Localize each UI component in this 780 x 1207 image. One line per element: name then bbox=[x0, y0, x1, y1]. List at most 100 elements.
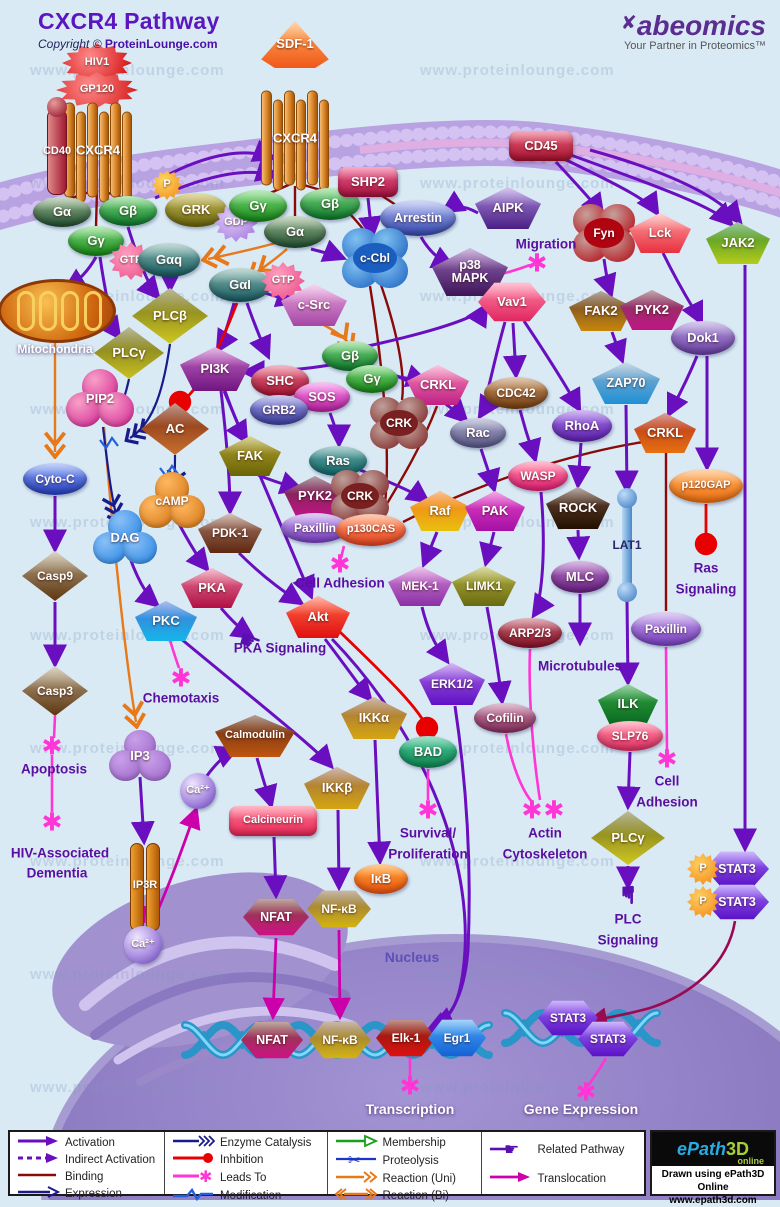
stat3-nuc2-label: STAT3 bbox=[589, 1031, 627, 1046]
svg-text:✱: ✱ bbox=[199, 1168, 212, 1184]
ilk: ILK bbox=[598, 684, 658, 724]
limk1-label: LIMK1 bbox=[466, 578, 502, 593]
epath3d-caption: Drawn using ePath3D Online www.epath3d.c… bbox=[661, 1169, 765, 1206]
ac-label: AC bbox=[165, 421, 185, 437]
legend-rbi-label: Reaction (Bi) bbox=[382, 1189, 449, 1202]
epath3d-url[interactable]: www.epath3d.com bbox=[669, 1195, 757, 1206]
nfkb-nuc: NF-κB bbox=[309, 1021, 371, 1059]
legend-proteolysis-label: Proteolysis bbox=[382, 1154, 439, 1167]
paxillin-right: Paxillin bbox=[631, 612, 701, 646]
paxillin-left: Paxillin bbox=[281, 513, 349, 543]
legend-leadsto: ✱ Leads To bbox=[171, 1167, 321, 1187]
legend-inhibition: Inhbition bbox=[171, 1151, 321, 1168]
grk-label: GRK bbox=[181, 202, 211, 218]
cd40: CD40 bbox=[43, 97, 71, 195]
ip3r: IP3R bbox=[128, 843, 162, 931]
legend-modification-label: Modification bbox=[219, 1189, 282, 1202]
transloc-icon bbox=[488, 1170, 532, 1187]
sdf-1-label: SDF-1 bbox=[276, 36, 314, 52]
expression-icon bbox=[16, 1185, 61, 1202]
g-alpha-q-label: Gαq bbox=[155, 252, 183, 268]
watermark: www.proteinlounge.com bbox=[30, 966, 225, 983]
crkl-right-label: CRKL bbox=[646, 425, 684, 441]
legend-leadsto-label: Leads To bbox=[219, 1171, 267, 1184]
legend-transloc: Translocation bbox=[488, 1170, 638, 1187]
g-beta-l-label: Gβ bbox=[118, 203, 138, 219]
pip2: PIP2 bbox=[66, 369, 134, 427]
p120gap-label: p120GAP bbox=[681, 479, 731, 492]
akt: Akt bbox=[286, 596, 350, 638]
pdk-1: PDK-1 bbox=[198, 513, 262, 553]
g-alpha-l-label: Gα bbox=[52, 204, 72, 220]
gdp-label: GDP bbox=[224, 216, 248, 229]
copyright: Copyright © ProteinLounge.com bbox=[38, 37, 218, 51]
legend-transloc-label: Translocation bbox=[537, 1172, 607, 1185]
nfat-top-label: NFAT bbox=[260, 909, 292, 924]
related-icon: ☛ bbox=[488, 1139, 532, 1160]
dag-label: DAG bbox=[110, 530, 140, 546]
p130cas-label: p130CAS bbox=[346, 523, 396, 536]
dag: DAG bbox=[93, 510, 157, 564]
slp76-label: SLP76 bbox=[611, 728, 649, 743]
elk-1: Elk-1 bbox=[376, 1019, 436, 1057]
legend-runi: Reaction (Uni) bbox=[334, 1170, 476, 1187]
inhibition-icon bbox=[171, 1151, 215, 1168]
pdk-1-label: PDK-1 bbox=[211, 525, 248, 540]
rock: ROCK bbox=[546, 487, 610, 529]
legend-activation-label: Activation bbox=[65, 1136, 115, 1149]
copyright-link[interactable]: ProteinLounge.com bbox=[104, 37, 218, 51]
c-src-label: c-Src bbox=[297, 297, 331, 313]
pip2-label: PIP2 bbox=[85, 391, 115, 407]
enzyme-icon bbox=[171, 1134, 216, 1151]
pkc-label: PKC bbox=[152, 613, 180, 629]
stat3-b-label: STAT3 bbox=[718, 894, 756, 909]
aipk-label: AIPK bbox=[492, 200, 524, 216]
legend-enzyme-label: Enzyme Catalysis bbox=[219, 1136, 312, 1149]
fak2-label: FAK2 bbox=[584, 303, 618, 319]
g-beta-l: Gβ bbox=[99, 196, 157, 226]
raf: Raf bbox=[410, 491, 470, 531]
paxillin-left-label: Paxillin bbox=[293, 520, 337, 535]
ikk-alpha-label: IKKα bbox=[358, 710, 390, 726]
ca-mid-label: Ca²⁺ bbox=[186, 784, 210, 797]
crkl-left-label: CRKL bbox=[419, 377, 457, 393]
pka-label: PKA bbox=[198, 580, 226, 596]
wasp-label: WASP bbox=[520, 468, 556, 483]
p-stat3-b-label: P bbox=[699, 895, 707, 908]
mlc-label: MLC bbox=[565, 569, 595, 585]
g-alpha-i-label: GαI bbox=[229, 277, 251, 293]
legend-proteolysis: ✂Proteolysis bbox=[334, 1151, 476, 1170]
shp2: SHP2 bbox=[338, 167, 398, 197]
legend-related-label: Related Pathway bbox=[537, 1143, 625, 1156]
p-stat3-b: P bbox=[687, 886, 719, 918]
legend-rbi: Reaction (Bi) bbox=[333, 1187, 476, 1204]
cxcr4-left-label: CXCR4 bbox=[75, 142, 121, 158]
limk1: LIMK1 bbox=[452, 566, 516, 606]
jak2-label: JAK2 bbox=[721, 235, 755, 251]
casp3: Casp3 bbox=[22, 666, 88, 716]
gp120-label: GP120 bbox=[79, 83, 115, 96]
cofilin: Cofilin bbox=[474, 703, 536, 733]
wasp: WASP bbox=[508, 461, 568, 491]
slp76: SLP76 bbox=[597, 721, 663, 751]
ikk-beta: IKKβ bbox=[304, 767, 370, 809]
p-stat3-a: P bbox=[687, 853, 719, 885]
brand-tagline: Your Partner in Proteomics™ bbox=[623, 40, 766, 52]
ikk-alpha: IKKα bbox=[341, 697, 407, 739]
ip3: IP3 bbox=[109, 729, 171, 781]
cdc42: CDC42 bbox=[484, 377, 548, 409]
sos-label: SOS bbox=[308, 389, 336, 405]
ip3r-label: IP3R bbox=[132, 879, 158, 892]
nfat-nuc-label: NFAT bbox=[256, 1032, 288, 1047]
legend-modification: Modification bbox=[171, 1187, 321, 1204]
jak2: JAK2 bbox=[706, 222, 770, 264]
watermark: www.proteinlounge.com bbox=[420, 62, 615, 79]
calcineurin: Calcineurin bbox=[229, 806, 317, 836]
dok1: Dok1 bbox=[671, 321, 735, 355]
casp3-label: Casp3 bbox=[36, 683, 74, 698]
crk-2-label: CRK bbox=[347, 488, 373, 503]
arp23: ARP2/3 bbox=[498, 618, 562, 648]
elk-1-label: Elk-1 bbox=[391, 1030, 421, 1045]
